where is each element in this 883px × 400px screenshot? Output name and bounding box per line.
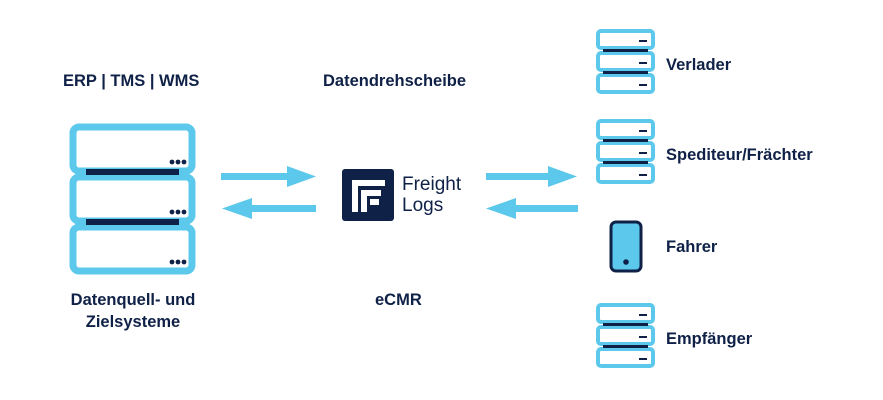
left-arrow-to-hub-icon: [221, 166, 316, 187]
logo-text-line2: Logs: [402, 195, 444, 216]
empfaenger-server-icon: [596, 303, 655, 368]
left-header: ERP | TMS | WMS: [63, 72, 200, 90]
right-label-spediteur: Spediteur/Frächter: [666, 146, 813, 164]
right-label-empfaenger: Empfänger: [666, 330, 753, 348]
right-label-verlader: Verlader: [666, 56, 732, 74]
right-arrow-to-hub-icon: [486, 198, 578, 219]
fahrer-smartphone-icon: [609, 220, 643, 273]
center-caption: eCMR: [375, 291, 422, 309]
center-header: Datendrehscheibe: [323, 72, 467, 90]
verlader-server-icon: [596, 29, 655, 94]
spediteur-server-icon: [596, 119, 655, 184]
left-caption-line1: Datenquell- und: [70, 291, 196, 309]
logo-text-line1: Freight: [402, 174, 462, 195]
freightlogs-logo-icon: [342, 169, 394, 221]
left-caption-line2: Zielsysteme: [85, 313, 181, 331]
right-arrow-from-hub-icon: [486, 166, 577, 187]
right-label-fahrer: Fahrer: [666, 238, 718, 256]
left-server-stack-icon: [69, 123, 196, 275]
left-arrow-from-hub-icon: [222, 198, 316, 219]
